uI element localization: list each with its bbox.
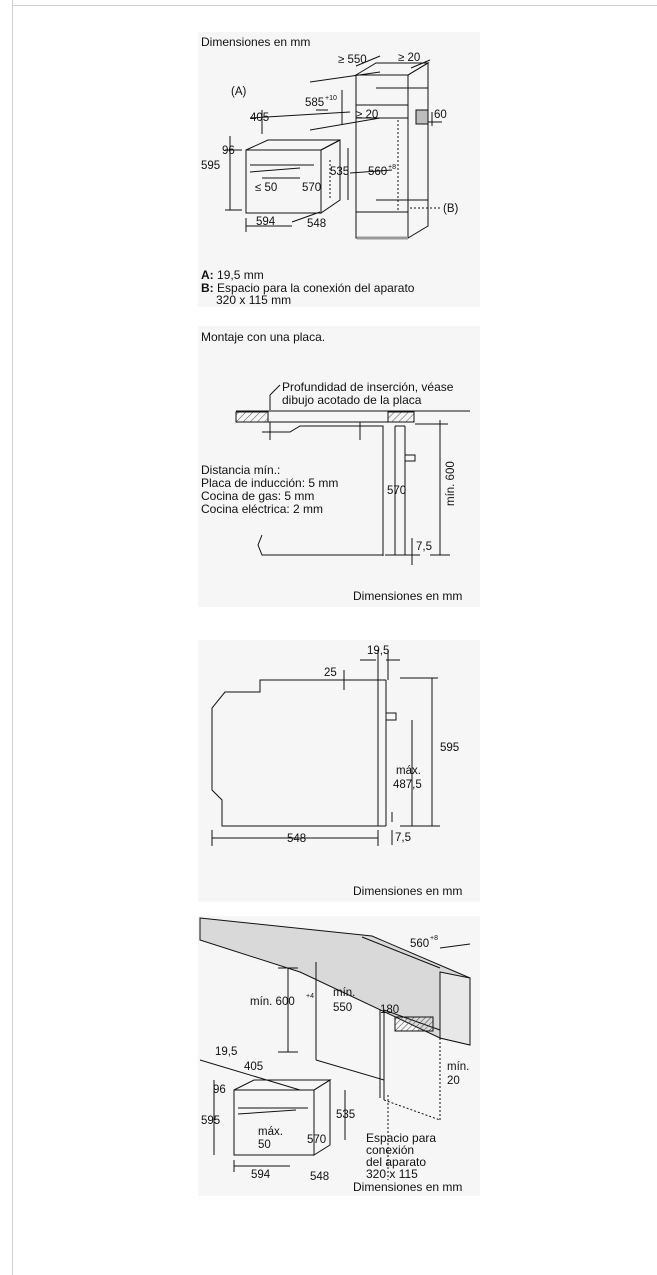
s1-dim-405: 405 xyxy=(250,112,269,124)
s1-dim-min20-mid: ≥ 20 xyxy=(356,109,378,121)
s4-dim-595: 595 xyxy=(201,1115,220,1127)
s4-dim-180: 180 xyxy=(380,1004,399,1016)
s2-dim-7-5: 7,5 xyxy=(416,541,432,553)
s4-dim-50: 50 xyxy=(258,1139,271,1151)
s1-legend-b-line2: 320 x 115 mm xyxy=(216,293,292,307)
s2-distance-4: Cocina eléctrica: 2 mm xyxy=(201,502,324,516)
s1-label-a: (A) xyxy=(231,86,247,98)
s3-dim-487-5: 487,5 xyxy=(393,779,422,791)
s1-legend-a: A: 19,5 mm xyxy=(201,268,264,282)
s4-dim-min600-tol: +4 xyxy=(306,993,314,1000)
s4-dim-570: 570 xyxy=(307,1134,326,1146)
panel-section-2 xyxy=(198,326,480,607)
s1-label-b: (B) xyxy=(443,203,459,215)
s1-dim-548: 548 xyxy=(307,218,326,230)
s4-dim-560: 560 xyxy=(410,938,429,950)
s2-distance-2: Placa de inducción: 5 mm xyxy=(201,476,339,490)
panel-section-3 xyxy=(198,640,480,902)
s4-dim-19-5: 19,5 xyxy=(215,1046,237,1058)
s4-dim-535: 535 xyxy=(336,1109,355,1121)
s2-dim-min600: mín. 600 xyxy=(445,461,457,506)
s1-dim-min20-top: ≥ 20 xyxy=(398,52,420,64)
s1-caption: Dimensiones en mm xyxy=(201,35,311,49)
s4-caption: Dimensiones en mm xyxy=(353,1180,463,1194)
s2-distance-3: Cocina de gas: 5 mm xyxy=(201,489,315,503)
s4-dim-min-a: mín. xyxy=(333,987,355,999)
s1-legend-a-text: 19,5 mm xyxy=(217,268,264,282)
s3-caption: Dimensiones en mm xyxy=(353,884,463,898)
s4-dim-96: 96 xyxy=(213,1084,226,1096)
s3-dim-7-5: 7,5 xyxy=(395,832,411,844)
s2-caption: Dimensiones en mm xyxy=(353,589,463,603)
s3-dim-19-5: 19,5 xyxy=(367,645,389,657)
s1-dimension-labels: ≥ 550 ≥ 20 (A) 405 585 +10 ≥ 20 60 96 59… xyxy=(201,52,459,230)
s4-dim-max: máx. xyxy=(258,1126,283,1138)
page-left-rule xyxy=(12,0,13,1275)
s4-space-line2: conexión xyxy=(366,1143,415,1157)
s1-dim-96: 96 xyxy=(222,145,235,157)
s3-dim-548: 548 xyxy=(287,833,306,845)
s4-dim-594: 594 xyxy=(251,1169,271,1181)
s2-distance-1: Distancia mín.: xyxy=(201,463,281,477)
s1-dim-min550: ≥ 550 xyxy=(338,54,367,66)
s3-dim-595: 595 xyxy=(440,742,459,754)
s1-legend-b: B: Espacio para la conexión del aparato xyxy=(201,281,414,295)
s1-legend-b-key: B: xyxy=(201,281,214,295)
s1-dim-560-tol: +8 xyxy=(388,164,396,171)
s1-dim-570: 570 xyxy=(302,182,321,194)
s4-space-line1: Espacio para xyxy=(366,1131,437,1145)
s1-dim-595: 595 xyxy=(201,160,220,172)
s4-space-line4: 320 x 115 xyxy=(366,1167,418,1181)
s4-dim-405: 405 xyxy=(244,1061,263,1073)
s1-legend-a-key: A: xyxy=(201,268,214,282)
s3-dim-25: 25 xyxy=(324,667,337,679)
s1-dim-585-tol: +10 xyxy=(325,95,337,102)
s2-note-line1: Profundidad de inserción, véase xyxy=(282,380,454,394)
s1-dim-560: 560 xyxy=(368,166,387,178)
s4-dim-20: 20 xyxy=(447,1075,460,1087)
s1-dim-585: 585 xyxy=(305,97,324,109)
s4-dim-560-tol: +8 xyxy=(430,935,438,942)
s4-dim-min-b: mín. xyxy=(447,1061,469,1073)
s2-heading: Montaje con una placa. xyxy=(201,330,326,344)
s1-dim-max50: ≤ 50 xyxy=(255,182,277,194)
s2-dim-570: 570 xyxy=(387,485,406,497)
s1-dim-594: 594 xyxy=(256,216,276,228)
page-top-rule xyxy=(12,5,657,6)
s1-dim-535: 535 xyxy=(330,166,349,178)
s1-dim-60: 60 xyxy=(434,109,447,121)
s2-note-line2: dibujo acotado de la placa xyxy=(282,393,422,407)
s3-dim-max: máx. xyxy=(396,765,421,777)
s4-dim-548: 548 xyxy=(310,1171,329,1183)
s4-dim-min600: mín. 600 xyxy=(250,996,295,1008)
s1-legend-b-text: Espacio para la conexión del aparato xyxy=(217,281,415,295)
s4-space-line3: del aparato xyxy=(366,1155,427,1169)
s4-dim-550: 550 xyxy=(333,1002,352,1014)
